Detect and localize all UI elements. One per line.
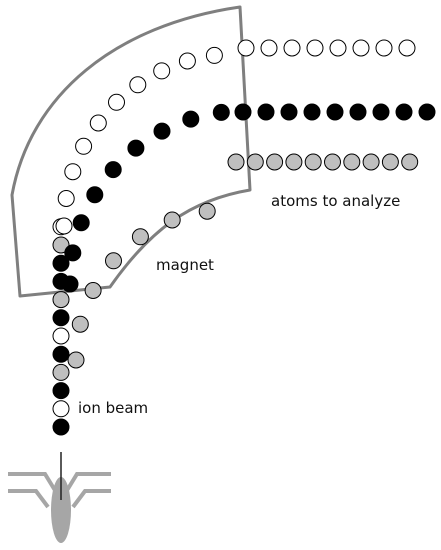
track-atom-white <box>75 137 93 155</box>
track-atom-gray <box>266 153 284 171</box>
extraction-plate-top <box>8 472 58 494</box>
track-atom-black <box>257 103 275 121</box>
track-atom-white <box>398 39 416 57</box>
track-atom-gray <box>401 153 419 171</box>
track-atom-black <box>86 186 104 204</box>
track-atom-white <box>129 76 147 94</box>
beam-atom-gray <box>52 236 70 254</box>
track-atom-black <box>153 122 171 140</box>
beam-atom-black <box>52 382 70 400</box>
track-atom-black <box>127 139 145 157</box>
track-atom-white <box>178 52 196 70</box>
beam-atom-white <box>52 400 70 418</box>
track-atom-white <box>89 114 107 132</box>
track-atom-gray <box>198 202 216 220</box>
track-atom-gray <box>131 228 149 246</box>
track-atom-black <box>182 110 200 128</box>
track-atom-gray <box>343 153 361 171</box>
atoms-to-analyze-label: atoms to analyze <box>271 192 401 210</box>
track-atom-gray <box>304 153 322 171</box>
track-atom-white <box>352 39 370 57</box>
track-atom-white <box>108 93 125 111</box>
track-atom-black <box>234 103 252 121</box>
ion-beam-label: ion beam <box>78 399 149 417</box>
track-atom-white <box>375 39 393 57</box>
track-atom-black <box>72 214 90 232</box>
track-atom-white <box>153 62 171 80</box>
ion-source-body <box>51 477 71 543</box>
extraction-plate-bottom-right <box>71 489 111 509</box>
track-atom-white <box>260 39 278 57</box>
track-atom-black <box>104 161 122 179</box>
beam-atom-black <box>52 418 70 436</box>
track-atom-white <box>306 39 324 57</box>
track-atom-gray <box>285 153 303 171</box>
track-atom-gray <box>362 153 380 171</box>
track-atom-white <box>205 46 223 64</box>
track-atom-black <box>61 275 79 293</box>
track-atom-black <box>349 103 367 121</box>
beam-atom-black <box>52 254 70 272</box>
magnet-outline <box>10 5 252 298</box>
track-atom-black <box>326 103 344 121</box>
beam-atom-gray <box>52 363 70 381</box>
beam-atom-black <box>52 309 70 327</box>
extraction-plate-top-right <box>64 472 111 494</box>
track-atom-black <box>303 103 321 121</box>
magnet-label: magnet <box>156 256 214 274</box>
track-atom-black <box>212 103 230 121</box>
track-atom-white <box>55 217 73 235</box>
track-atom-black <box>395 103 413 121</box>
track-atom-gray <box>324 153 341 171</box>
track-atom-white <box>57 190 75 207</box>
track-atom-black <box>418 103 436 121</box>
track-atom-gray <box>105 252 122 270</box>
track-atom-gray <box>163 211 181 229</box>
track-atom-gray <box>246 153 264 171</box>
track-atom-black <box>372 103 390 121</box>
track-atom-gray <box>381 153 399 171</box>
track-atom-gray <box>71 315 89 333</box>
track-atom-gray <box>84 282 102 299</box>
track-atom-white <box>283 39 301 57</box>
atom-layer <box>52 39 436 436</box>
track-atom-white <box>329 39 347 57</box>
track-atom-black <box>64 244 82 262</box>
track-atom-gray <box>67 351 85 369</box>
track-atom-white <box>64 163 82 181</box>
track-atom-black <box>280 103 298 121</box>
track-atom-white <box>237 39 255 57</box>
extraction-plate-bottom <box>8 489 50 509</box>
beam-atom-gray <box>52 291 70 309</box>
track-atom-gray <box>227 153 245 171</box>
beam-atom-black <box>52 345 70 363</box>
ion-source <box>8 452 111 543</box>
beam-atom-white <box>52 327 70 345</box>
